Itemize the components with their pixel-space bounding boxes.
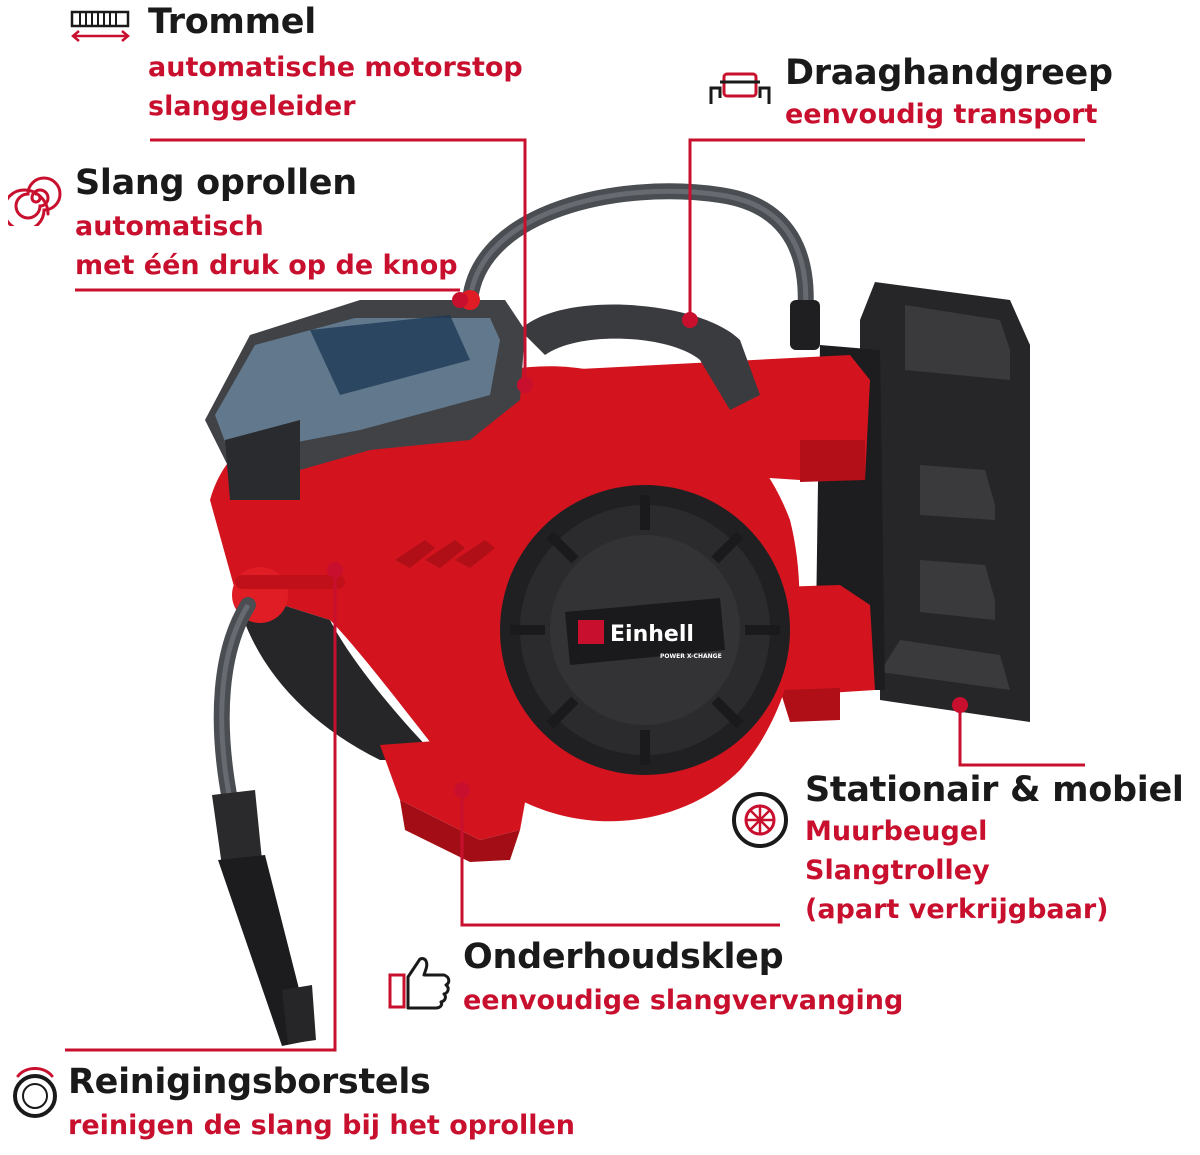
leader-lines: [65, 138, 1085, 1052]
callout-title: Reinigingsborstels: [68, 1062, 431, 1102]
brand-plate: Einhell POWER X-CHANGE: [565, 598, 725, 665]
callout-draaghandgreep: Draaghandgreep eenvoudig transport: [785, 53, 1113, 134]
callout-subtitle: (apart verkrijgbaar): [805, 894, 1109, 925]
callout-subtitle: eenvoudig transport: [785, 99, 1098, 130]
carry-handle: [520, 304, 760, 410]
hose-connector: [790, 300, 820, 350]
hose-top: [462, 183, 814, 323]
chevron-marks: [395, 540, 495, 568]
callout-subtitle: automatisch: [75, 211, 264, 242]
drum-width-icon: [70, 10, 130, 42]
thumbs-up-icon: [388, 957, 451, 1010]
callout-subtitle: automatische motorstop: [148, 52, 523, 83]
callout-title: Draaghandgreep: [785, 53, 1113, 93]
callout-title: Onderhoudsklep: [463, 937, 784, 977]
callout-title: Trommel: [148, 2, 316, 42]
callout-onderhoudsklep: Onderhoudsklep eenvoudige slangvervangin…: [463, 937, 903, 1020]
callout-reinigingsborstels: Reinigingsborstels reinigen de slang bij…: [68, 1062, 575, 1145]
carry-handle-icon: [709, 72, 771, 104]
callout-slang-oprollen: Slang oprollen automatisch met één druk …: [75, 163, 458, 285]
callout-trommel: Trommel automatische motorstop slanggele…: [148, 2, 523, 126]
battery-compartment: [205, 290, 525, 500]
callout-subtitle: Slangtrolley: [805, 855, 990, 886]
callout-subtitle: met één druk op de knop: [75, 250, 458, 281]
spiral-icon: [8, 176, 62, 226]
callout-subtitle: reinigen de slang bij het oprollen: [68, 1110, 576, 1141]
brand-logo-text: Einhell: [610, 622, 694, 647]
callout-stationair-mobiel: Stationair & mobiel Muurbeugel Slangtrol…: [805, 770, 1184, 929]
wheel-icon: [732, 792, 788, 848]
callout-title: Slang oprollen: [75, 163, 357, 203]
callout-subtitle: Muurbeugel: [805, 816, 988, 847]
brand-tagline: POWER X-CHANGE: [660, 653, 722, 660]
spray-nozzle: [212, 790, 316, 1046]
callout-subtitle: slanggeleider: [148, 91, 356, 122]
brush-ring-icon: [13, 1067, 57, 1118]
callout-title: Stationair & mobiel: [805, 770, 1184, 810]
callout-subtitle: eenvoudige slangvervanging: [463, 985, 904, 1016]
